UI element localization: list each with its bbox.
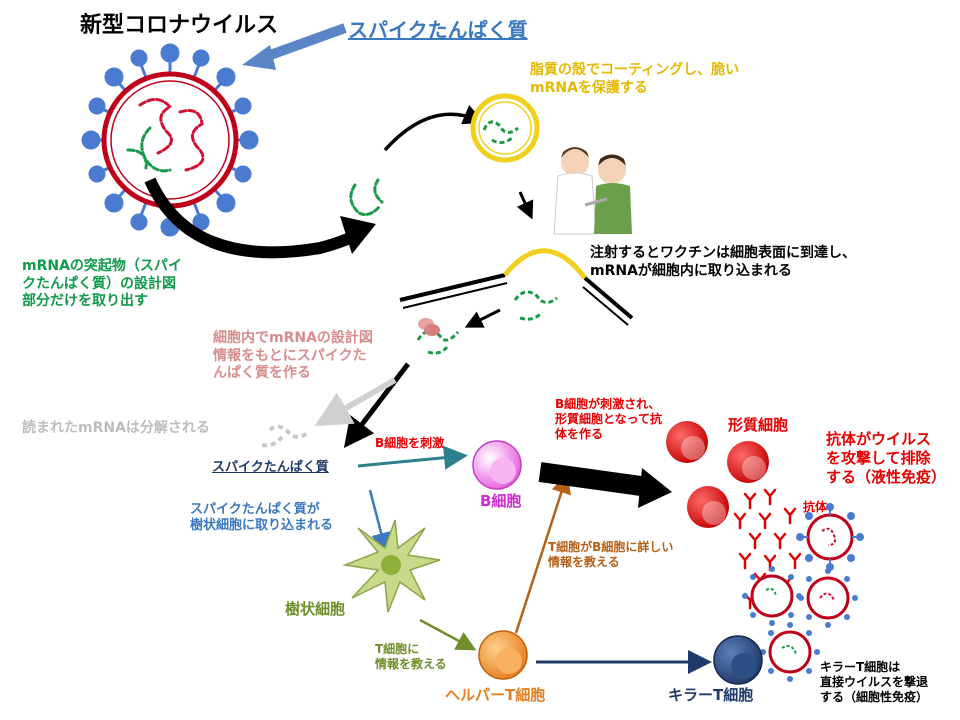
coronavirus-icon: [81, 43, 259, 237]
antibody-label: 抗体: [803, 500, 828, 514]
mrna-degraded-note: 読まれたmRNAは分解される: [22, 420, 210, 436]
extract-mrna-arrow: [144, 177, 376, 259]
ribosome-mrna-icon: [416, 318, 460, 355]
killer-t-label: キラーT細胞: [668, 686, 754, 704]
mrna-strand-icon: [349, 178, 384, 216]
dendritic-to-helper-arrow: [419, 618, 477, 651]
cell-membrane-icon: [399, 248, 634, 326]
killer-t-cell-icon: [713, 635, 763, 685]
dendritic-cell-label: 樹状細胞: [285, 600, 346, 618]
degrade-arrow: [314, 377, 397, 426]
plasma-cell-icon: [666, 421, 769, 528]
release-arrow: [464, 308, 501, 328]
antibody-attack-note: 抗体がウイルス を攻撃して排除 する（液性免疫）: [826, 430, 947, 486]
b-cell-icon: [472, 440, 522, 490]
spike-to-dendritic-note: スパイクたんぱく質が 樹状細胞に取り込まれる: [190, 502, 334, 534]
killer-attack-note: キラーT細胞は 直接ウイルスを撃退 する（細胞性免疫）: [820, 660, 929, 704]
mrna-extract-note: mRNAの突起物（スパイ クたんぱく質）の設計図 部分だけを取り出す: [22, 258, 182, 309]
coat-arrow: [383, 104, 485, 152]
spike-to-bcell-arrow: [357, 445, 468, 470]
nurse-vaccination-icon: [553, 147, 632, 235]
bcell-to-plasma-note: B細胞が刺激され、 形質細胞となって抗 体を作る: [555, 397, 663, 441]
bcell-label: B細胞: [480, 492, 522, 510]
spike-protein-label-mid: スパイクたんぱく質: [212, 460, 329, 475]
degraded-mrna-icon: [261, 424, 310, 448]
bcell-to-plasma-arrow: [538, 462, 672, 508]
helper-t-cell-icon: [478, 630, 528, 680]
dendritic-cell-icon: [342, 519, 441, 613]
helper-t-label: ヘルパーT細胞: [445, 686, 546, 704]
small-virus-icons: [742, 503, 864, 682]
t-cell-info-note: T細胞に 情報を教える: [375, 642, 447, 671]
translate-arrow: [343, 362, 410, 448]
make-spike-note: 細胞内でmRNAの設計図 情報をもとにスパイクた んぱく質を作る: [213, 330, 373, 381]
spike-to-dendritic-arrow: [368, 489, 391, 553]
injection-note: 注射するとワクチンは細胞表面に到達し、 mRNAが細胞内に取り込まれる: [590, 245, 856, 279]
inject-arrow: [516, 191, 534, 220]
helper-to-bcell-arrow: [514, 473, 571, 634]
spike-protein-label-top: スパイクたんぱく質: [348, 18, 528, 42]
spike-pointer-arrow: [242, 23, 347, 70]
plasma-cell-label: 形質細胞: [728, 416, 789, 434]
lipid-shell-note: 脂質の殻でコーティングし、脆い mRNAを保護する: [530, 62, 740, 96]
bcell-stimulus-label: B細胞を刺激: [375, 436, 445, 450]
t-to-b-note: T細胞がB細胞に詳しい 情報を教える: [548, 540, 674, 569]
lipid-nanoparticle-icon: [470, 93, 540, 163]
virus-title: 新型コロナウイルス: [80, 13, 279, 38]
